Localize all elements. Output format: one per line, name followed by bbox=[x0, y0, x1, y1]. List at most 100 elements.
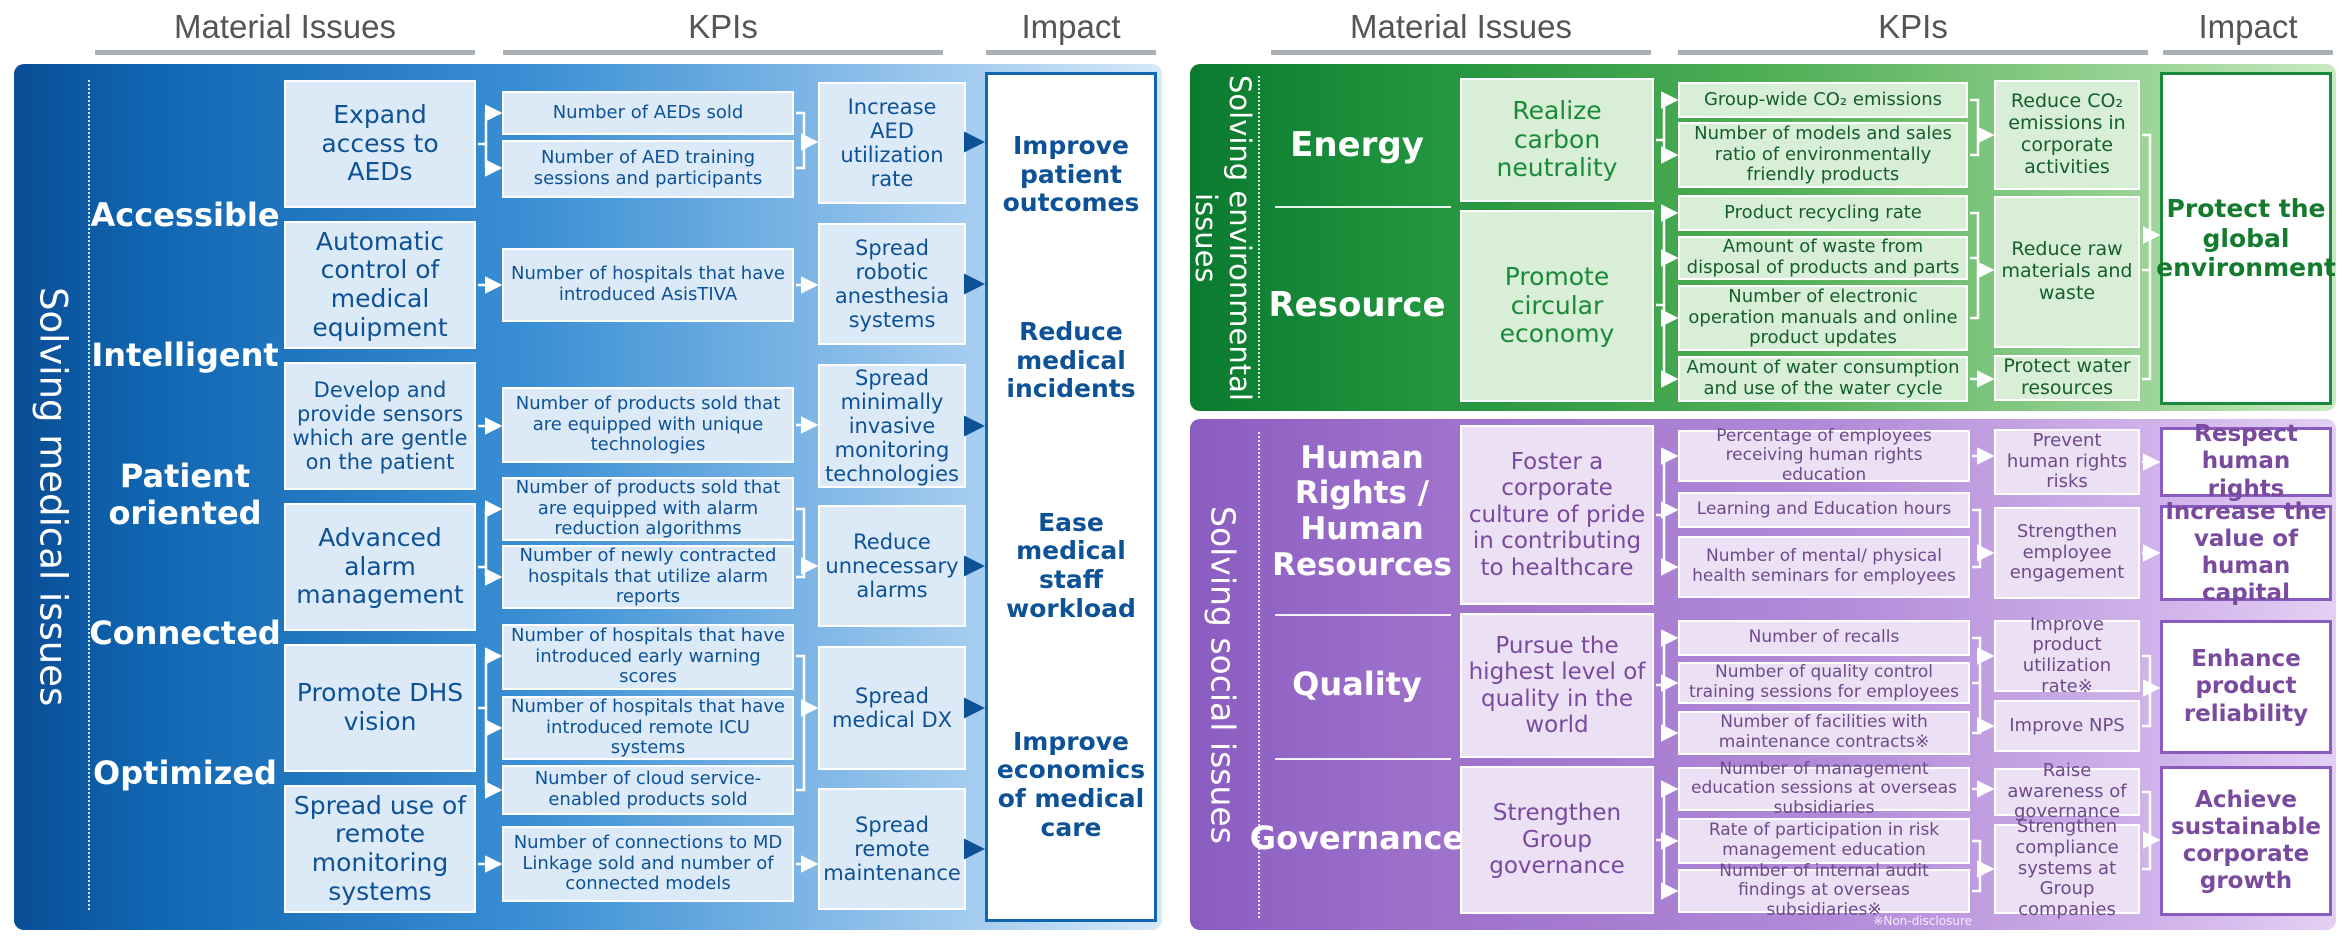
environment-issue-box: Promote circular economy bbox=[1460, 210, 1654, 402]
connector bbox=[1972, 508, 1992, 567]
connector bbox=[2142, 654, 2158, 728]
social-outcome-box: Prevent human rights risks bbox=[1994, 429, 2140, 495]
connector bbox=[1656, 638, 1676, 733]
social-kpi-box: Rate of participation in risk management… bbox=[1678, 818, 1970, 864]
social-issue-box: Pursue the highest level of quality in t… bbox=[1460, 613, 1654, 758]
medical-kpi-box: Number of hospitals that have introduced… bbox=[502, 696, 794, 760]
medical-category-connected: Connected bbox=[89, 613, 281, 652]
medical-impact: Reduce medical incidents bbox=[1006, 316, 1136, 404]
social-footnote: ※Non-disclosure bbox=[1873, 914, 1972, 928]
social-outcome-box: Strengthen employee engagement bbox=[1994, 507, 2140, 599]
social-issue-box: Strengthen Group governance bbox=[1460, 766, 1654, 914]
medical-kpi-box: Number of connections to MD Linkage sold… bbox=[502, 826, 794, 902]
environment-category-resource: Resource bbox=[1268, 285, 1446, 326]
connector bbox=[1970, 211, 1992, 320]
social-kpi-box: Number of internal audit findings at ove… bbox=[1678, 861, 1970, 920]
medical-impact-column bbox=[985, 72, 1157, 922]
connector bbox=[1656, 100, 1676, 155]
medical-issue-box: Advanced alarm management bbox=[284, 503, 476, 631]
connector bbox=[478, 111, 500, 168]
environment-outcome-box: Reduce raw materials and waste bbox=[1994, 196, 2140, 348]
environment-kpi-box: Number of electronic operation manuals a… bbox=[1678, 285, 1968, 351]
social-kpi-box: Number of mental/ physical health semina… bbox=[1678, 536, 1970, 598]
social-kpi-box: Number of facilities with maintenance co… bbox=[1678, 711, 1970, 755]
header-kpis-right: KPIs bbox=[1678, 4, 2148, 55]
connector bbox=[478, 509, 500, 577]
medical-category-optimized: Optimized bbox=[93, 753, 277, 792]
environment-outcome-box: Reduce CO₂ emissions in corporate activi… bbox=[1994, 80, 2140, 190]
medical-kpi-box: Number of cloud service-enabled products… bbox=[502, 765, 794, 815]
medical-issue-box: Promote DHS vision bbox=[284, 644, 476, 772]
social-kpi-box: Learning and Education hours bbox=[1678, 492, 1970, 528]
social-category-separator bbox=[1275, 758, 1451, 760]
medical-kpi-box: Number of hospitals that have introduced… bbox=[502, 248, 794, 322]
social-kpi-box: Number of quality control training sessi… bbox=[1678, 662, 1970, 704]
social-outcome-box: Improve NPS bbox=[1994, 700, 2140, 752]
medical-outcome-box: Reduce unnecessary alarms bbox=[818, 505, 966, 627]
environment-impact: Protect the global environment bbox=[2156, 72, 2336, 405]
connector bbox=[1972, 636, 1992, 735]
social-divider bbox=[1258, 432, 1260, 918]
social-title: Solving social issues bbox=[1203, 505, 1243, 844]
connector bbox=[1656, 213, 1676, 379]
environment-kpi-box: Amount of water consumption and use of t… bbox=[1678, 356, 1968, 402]
connector bbox=[2142, 133, 2158, 381]
connector bbox=[1970, 98, 1992, 157]
connector bbox=[796, 654, 816, 792]
social-kpi-box: Percentage of employees receiving human … bbox=[1678, 426, 1970, 485]
medical-category-accessible: Accessible bbox=[90, 195, 280, 234]
connector bbox=[796, 111, 816, 170]
connector bbox=[1656, 456, 1676, 567]
environment-issue-box: Realize carbon neutrality bbox=[1460, 78, 1654, 202]
social-impact-box: Respect human rights bbox=[2160, 421, 2332, 502]
header-impact-left: Impact bbox=[986, 4, 1156, 55]
medical-category-intelligent: Intelligent bbox=[91, 335, 279, 374]
social-category-human-rights: Human Rights / Human Resources bbox=[1272, 439, 1452, 583]
medical-outcome-box: Spread minimally invasive monitoring tec… bbox=[818, 364, 966, 488]
medical-kpi-box: Number of newly contracted hospitals tha… bbox=[502, 545, 794, 609]
social-impact-box: Increase the value of human capital bbox=[2160, 499, 2332, 606]
social-category-separator bbox=[1275, 614, 1451, 616]
header-material-issues-right: Material Issues bbox=[1271, 4, 1651, 55]
environment-outcome-box: Protect water resources bbox=[1994, 355, 2140, 401]
medical-outcome-box: Increase AED utilization rate bbox=[818, 82, 966, 204]
environment-kpi-box: Amount of waste from disposal of product… bbox=[1678, 236, 1968, 280]
connector bbox=[1972, 839, 1992, 893]
social-outcome-box: Improve product utilization rate※ bbox=[1994, 614, 2140, 697]
header-kpis-left: KPIs bbox=[503, 4, 943, 55]
environment-kpi-box: Product recycling rate bbox=[1678, 195, 1968, 231]
medical-issue-box: Develop and provide sensors which are ge… bbox=[284, 362, 476, 490]
social-impact-box: Enhance product reliability bbox=[2160, 620, 2332, 754]
medical-issue-box: Expand access to AEDs bbox=[284, 80, 476, 208]
medical-impact: Improve economics of medical care bbox=[996, 726, 1146, 842]
header-material-issues-left: Material Issues bbox=[95, 4, 475, 55]
connector bbox=[478, 656, 500, 790]
medical-kpi-box: Number of AEDs sold bbox=[502, 91, 794, 135]
connector bbox=[796, 507, 816, 577]
medical-kpi-box: Number of AED training sessions and part… bbox=[502, 140, 794, 198]
environment-divider bbox=[1258, 76, 1260, 398]
environment-kpi-box: Group-wide CO₂ emissions bbox=[1678, 82, 1968, 118]
connector bbox=[2142, 790, 2158, 871]
medical-outcome-box: Spread robotic anesthesia systems bbox=[818, 223, 966, 345]
social-category-quality: Quality bbox=[1292, 664, 1422, 703]
header-impact-right: Impact bbox=[2163, 4, 2333, 55]
medical-kpi-box: Number of products sold that are equippe… bbox=[502, 477, 794, 541]
environment-category-separator bbox=[1275, 206, 1451, 208]
medical-outcome-box: Spread remote maintenance bbox=[818, 788, 966, 910]
medical-impact: Improve patient outcomes bbox=[1002, 130, 1140, 218]
medical-kpi-box: Number of products sold that are equippe… bbox=[502, 387, 794, 463]
medical-category-patient-oriented: Patient oriented bbox=[108, 457, 262, 532]
social-kpi-box: Number of recalls bbox=[1678, 620, 1970, 656]
environment-kpi-box: Number of models and sales ratio of envi… bbox=[1678, 122, 1968, 188]
medical-title: Solving medical issues bbox=[31, 287, 75, 707]
medical-impact: Ease medical staff workload bbox=[1006, 507, 1136, 623]
medical-issue-box: Automatic control of medical equipment bbox=[284, 221, 476, 349]
social-category-governance: Governance bbox=[1249, 818, 1465, 857]
medical-kpi-box: Number of hospitals that have introduced… bbox=[502, 624, 794, 690]
social-issue-box: Foster a corporate culture of pride in c… bbox=[1460, 425, 1654, 605]
environment-title: Solving environmental issues bbox=[1189, 74, 1257, 401]
medical-issue-box: Spread use of remote monitoring systems bbox=[284, 785, 476, 913]
medical-divider bbox=[88, 80, 90, 910]
